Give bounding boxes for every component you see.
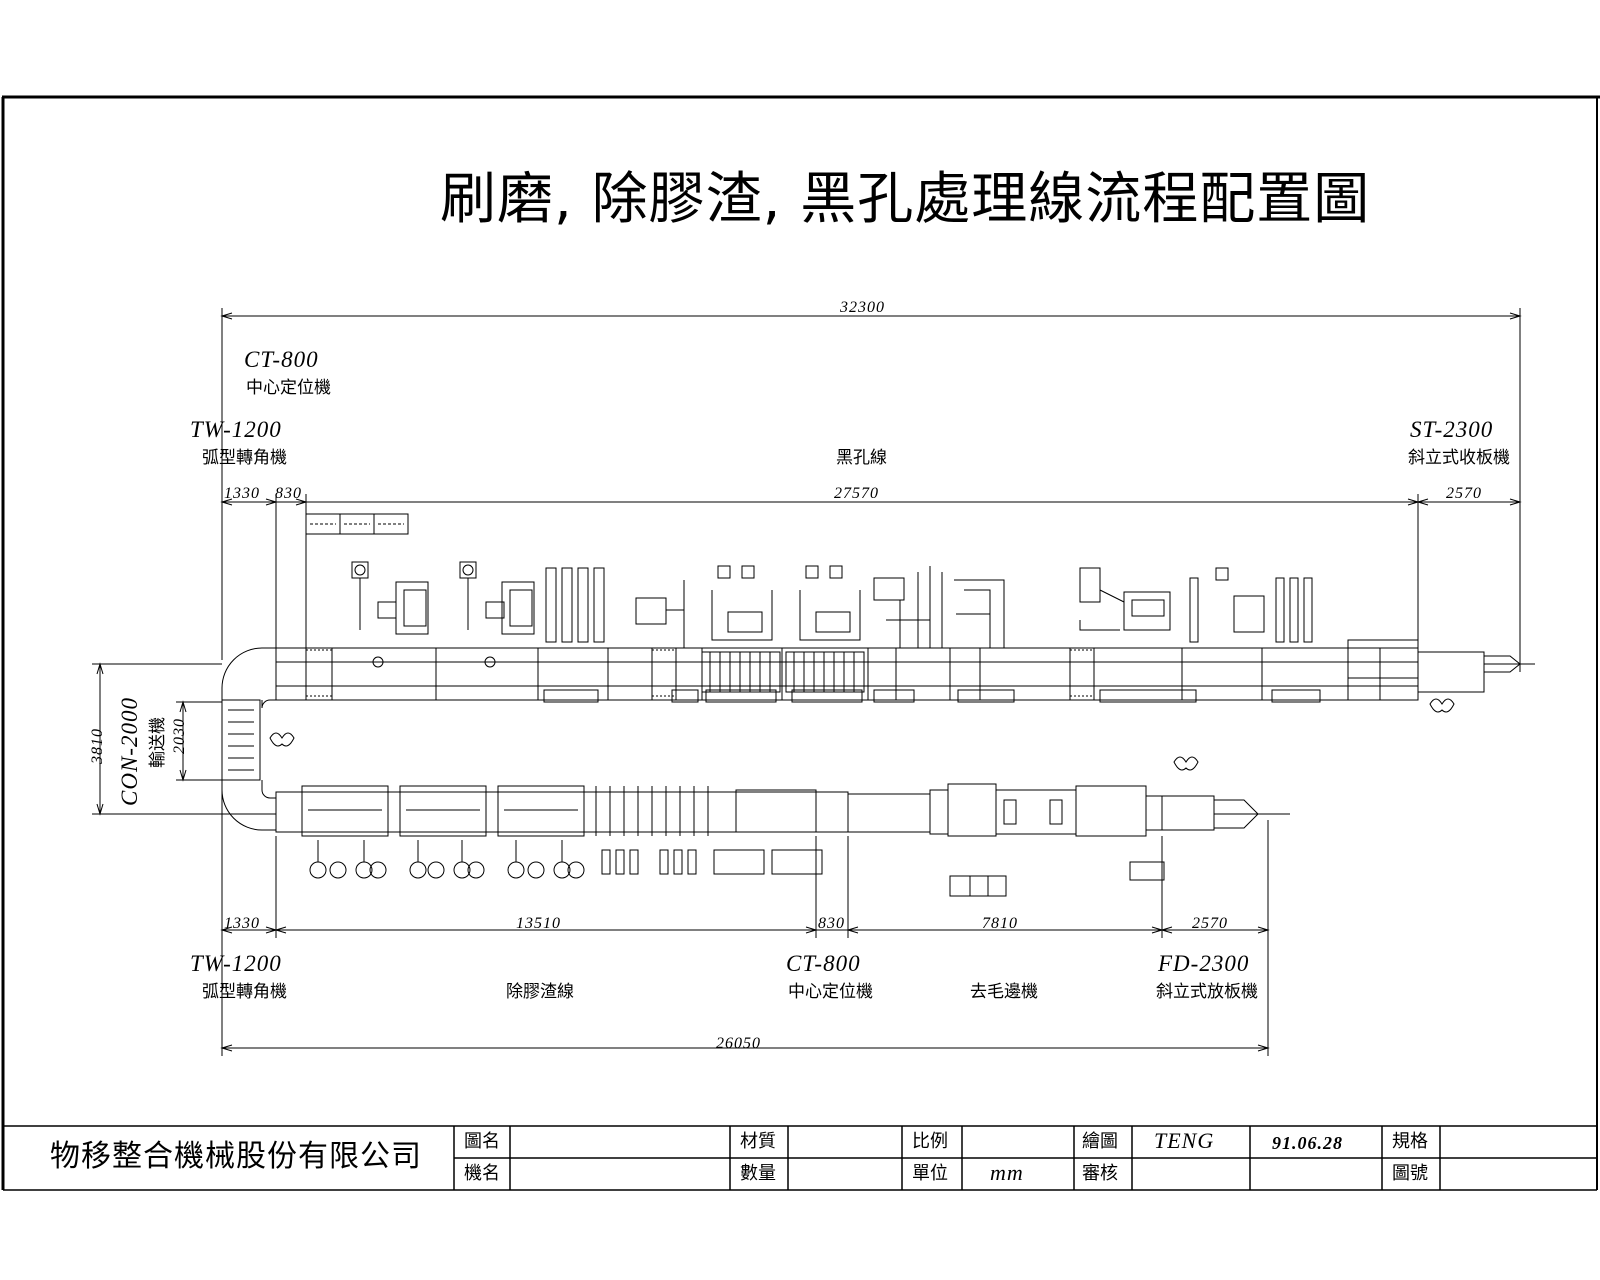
tb-unit-label: 單位 <box>912 1163 948 1184</box>
bottom-line-pumps <box>309 840 1165 897</box>
black-hole-line-label: 黑孔線 <box>836 448 887 468</box>
tw1200-top-name: 弧型轉角機 <box>202 448 287 468</box>
dim-bottom-right: 2570 <box>1192 915 1228 932</box>
tb-scale-label: 比例 <box>912 1131 948 1152</box>
tb-material-label: 材質 <box>740 1131 776 1152</box>
dim-bottom-deburr: 7810 <box>982 915 1018 932</box>
legend-boxes <box>305 513 409 535</box>
left-turn-units <box>221 647 295 831</box>
ct800-bottom-name: 中心定位機 <box>788 982 873 1002</box>
dim-overall-bottom: 26050 <box>716 1035 761 1052</box>
tw1200-bottom-model: TW-1200 <box>190 951 282 976</box>
dim-top-main: 27570 <box>834 485 879 502</box>
top-process-line <box>275 639 1535 713</box>
ct800-top-name: 中心定位機 <box>246 378 331 398</box>
dim-conveyor-width: 2030 <box>171 718 188 754</box>
dim-overall-top <box>220 308 1522 672</box>
tw1200-bottom-name: 弧型轉角機 <box>202 982 287 1002</box>
desmear-line-label: 除膠渣線 <box>506 982 574 1002</box>
fd2300-model: FD-2300 <box>1158 951 1250 976</box>
dim-top-left-1: 1330 <box>224 485 260 502</box>
fd2300-name: 斜立式放板機 <box>1156 982 1258 1002</box>
dim-top-row <box>220 494 1522 650</box>
dim-bottom-row <box>220 790 1270 1056</box>
st2300-name: 斜立式收板機 <box>1408 448 1510 468</box>
tb-unit-value: mm <box>990 1160 1024 1185</box>
tw1200-top-model: TW-1200 <box>190 417 282 442</box>
tb-quantity-label: 數量 <box>740 1163 776 1184</box>
tb-review-label: 審核 <box>1082 1163 1118 1184</box>
dim-overall-top: 32300 <box>840 299 885 316</box>
bottom-process-line <box>275 756 1290 837</box>
company-name: 物移整合機械股份有限公司 <box>50 1139 422 1174</box>
st2300-model: ST-2300 <box>1410 417 1494 442</box>
dim-top-left-2: 830 <box>275 485 302 502</box>
tb-spec-label: 規格 <box>1392 1131 1428 1152</box>
dim-bottom-ct: 830 <box>818 915 845 932</box>
dim-bottom-main: 13510 <box>516 915 561 932</box>
drawing-title: 刷磨, 除膠渣, 黑孔處理線流程配置圖 <box>440 167 1371 232</box>
dim-vertical <box>92 662 276 816</box>
dim-top-right: 2570 <box>1446 485 1482 502</box>
tb-drawing-no-label: 圖號 <box>1392 1163 1428 1184</box>
ct800-bottom-model: CT-800 <box>786 951 861 976</box>
tb-machine-name-label: 機名 <box>464 1163 500 1184</box>
ct800-top-model: CT-800 <box>244 347 319 372</box>
top-line-pumps <box>543 689 1321 703</box>
tb-date-value: 91.06.28 <box>1272 1133 1343 1153</box>
dim-height-total: 3810 <box>89 728 106 764</box>
title-block-lines <box>3 1125 1597 1191</box>
tb-drawn-value: TENG <box>1154 1128 1215 1153</box>
deburr-machine-label: 去毛邊機 <box>970 982 1038 1002</box>
top-equipment <box>351 561 1313 668</box>
con2000-name: 輸送機 <box>148 717 168 768</box>
tb-drawn-label: 繪圖 <box>1082 1131 1118 1152</box>
dim-bottom-left: 1330 <box>224 915 260 932</box>
tb-drawing-name-label: 圖名 <box>464 1131 500 1152</box>
con2000-model: CON-2000 <box>117 697 142 806</box>
